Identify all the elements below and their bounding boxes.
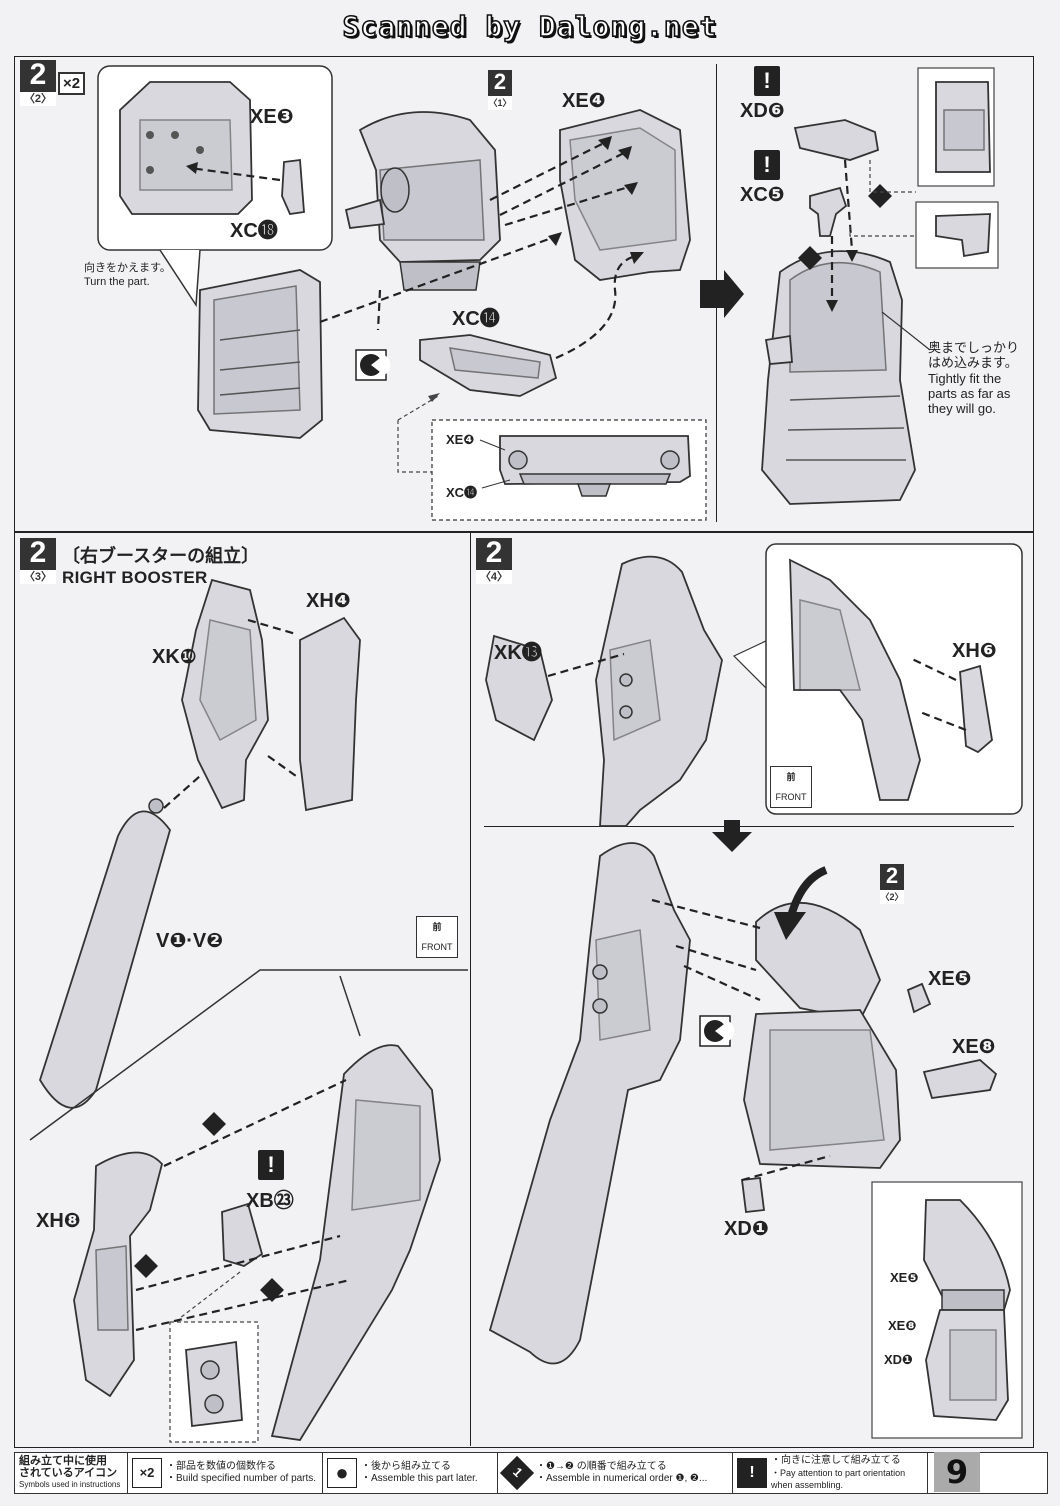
- divider-vertical-bottom: [470, 532, 471, 1446]
- inset-label-xe8: XE❽: [888, 1318, 917, 1333]
- ref-substep-number-2: 〈2〉: [880, 888, 904, 904]
- panel-frame-top: [14, 56, 1034, 532]
- later-assembly-icon: ●: [327, 1458, 357, 1488]
- ref-substep-number: 〈1〉: [488, 94, 512, 110]
- ref-step-number-2: 2: [880, 864, 904, 888]
- label-xc18: XC⓲: [230, 220, 278, 242]
- label-xc14: XC⓮: [452, 308, 500, 330]
- orientation-warning-legend-icon: !: [737, 1458, 767, 1488]
- substep-number-3: 〈3〉: [20, 568, 56, 584]
- panel-b-illustration: [700, 67, 999, 505]
- label-xb23: XB㉓: [246, 1190, 294, 1212]
- label-xe8: XE❽: [952, 1036, 996, 1058]
- tight-note-jp-2: はめ込みます。: [928, 355, 1018, 370]
- right-booster-title-en: RIGHT BOOSTER: [62, 568, 208, 587]
- label-xe5: XE❺: [928, 968, 972, 990]
- label-xd6: XD❻: [740, 100, 785, 122]
- inset-label-xc14: XC⓮: [446, 485, 478, 500]
- front-label-jp-2: 前: [786, 772, 796, 782]
- divider-horizontal-right: [484, 826, 1014, 827]
- legend-title-jp-1: 組み立て中に使用: [19, 1455, 107, 1467]
- right-booster-title-jp: 〔右ブースターの組立〕: [62, 546, 260, 566]
- legend-item-order-jp: ・❶→❷ の順番で組み立てる: [536, 1461, 667, 1472]
- orientation-warning-icon: !: [754, 66, 780, 96]
- front-label-en-2: FRONT: [775, 792, 807, 802]
- front-label-jp: 前: [432, 922, 442, 932]
- label-xd1: XD❶: [724, 1218, 769, 1240]
- front-direction-icon-2: 前 FRONT: [770, 766, 812, 808]
- panel-frame-bottom: [14, 532, 1034, 1448]
- label-v1-v2: V❶·V❷: [156, 930, 224, 952]
- zoom-bubble: [97, 65, 707, 521]
- turn-note-jp: 向きをかえます。: [84, 262, 171, 274]
- turn-note-en: Turn the part.: [84, 276, 150, 288]
- legend-item-later-en: ・Assemble this part later.: [361, 1473, 478, 1484]
- step-number: 2: [20, 60, 56, 90]
- front-label-en: FRONT: [421, 942, 453, 952]
- substep-number-4: 〈4〉: [476, 568, 512, 584]
- orientation-warning-icon-3: !: [258, 1150, 284, 1180]
- legend-item-later: ● ・後から組み立てる・Assemble this part later.: [323, 1453, 498, 1493]
- label-xc5: XC❺: [740, 184, 785, 206]
- legend-item-later-jp: ・後から組み立てる: [361, 1461, 451, 1472]
- legend-title-en: Symbols used in instructions: [19, 1480, 121, 1489]
- label-xk10: XK❿: [152, 646, 197, 668]
- legend-item-multiplier: ×2 ・部品を数値の個数作る・Build specified number of…: [128, 1453, 323, 1493]
- legend-title: 組み立て中に使用 されているアイコン Symbols used in instr…: [15, 1453, 128, 1493]
- legend-item-multiplier-en: ・Build specified number of parts.: [166, 1473, 317, 1484]
- legend-item-order-en: ・Assemble in numerical order ❶, ❷...: [536, 1473, 708, 1484]
- tight-note-en-2: parts as far as: [928, 386, 1011, 401]
- substep-number: 〈2〉: [20, 90, 56, 106]
- legend-item-orientation-en: ・Pay attention to part orientation when …: [771, 1468, 906, 1490]
- label-xh8: XH❽: [36, 1210, 81, 1232]
- label-xe3: XE❸: [250, 106, 294, 128]
- inset-label-xe4: XE❹: [446, 432, 475, 447]
- inset-label-xe5: XE❺: [890, 1270, 919, 1285]
- label-xe4: XE❹: [562, 90, 606, 112]
- scan-header-text: Scanned by Dalong.net: [342, 9, 718, 44]
- label-xk13: XK⓭: [494, 642, 542, 664]
- legend-item-order: 1 ・❶→❷ の順番で組み立てる・Assemble in numerical o…: [498, 1453, 733, 1493]
- multiplier-icon: ×2: [132, 1458, 162, 1488]
- scan-header: Scanned by Dalong.net: [0, 0, 1060, 52]
- icon-legend: 組み立て中に使用 されているアイコン Symbols used in instr…: [14, 1452, 1048, 1494]
- legend-title-jp-2: されているアイコン: [19, 1467, 118, 1479]
- ref-step-number: 2: [488, 70, 512, 94]
- legend-item-orientation: ! ・向きに注意して組み立てる・Pay attention to part or…: [733, 1453, 928, 1493]
- inset-label-xd1: XD❶: [884, 1352, 914, 1367]
- orientation-warning-icon-2: !: [754, 150, 780, 180]
- panel-d-illustration: [485, 543, 1023, 1439]
- label-xh4: XH❹: [306, 590, 351, 612]
- step-number-4: 2: [476, 538, 512, 568]
- front-direction-icon: 前 FRONT: [416, 916, 458, 958]
- multiplier-badge: ×2: [58, 72, 86, 95]
- panel-c-illustration: [29, 578, 468, 1443]
- page-number: 9: [934, 1452, 980, 1492]
- step-number-3: 2: [20, 538, 56, 568]
- tight-note-jp-1: 奥までしっかり: [928, 340, 1020, 355]
- legend-item-orientation-jp: ・向きに注意して組み立てる: [771, 1455, 901, 1466]
- legend-item-multiplier-jp: ・部品を数値の個数作る: [166, 1461, 276, 1472]
- numerical-order-icon: 1: [500, 1456, 534, 1490]
- tight-note-en-3: they will go.: [928, 401, 996, 416]
- label-xh6: XH❻: [952, 640, 997, 662]
- tight-note-en-1: Tightly fit the: [928, 371, 1002, 386]
